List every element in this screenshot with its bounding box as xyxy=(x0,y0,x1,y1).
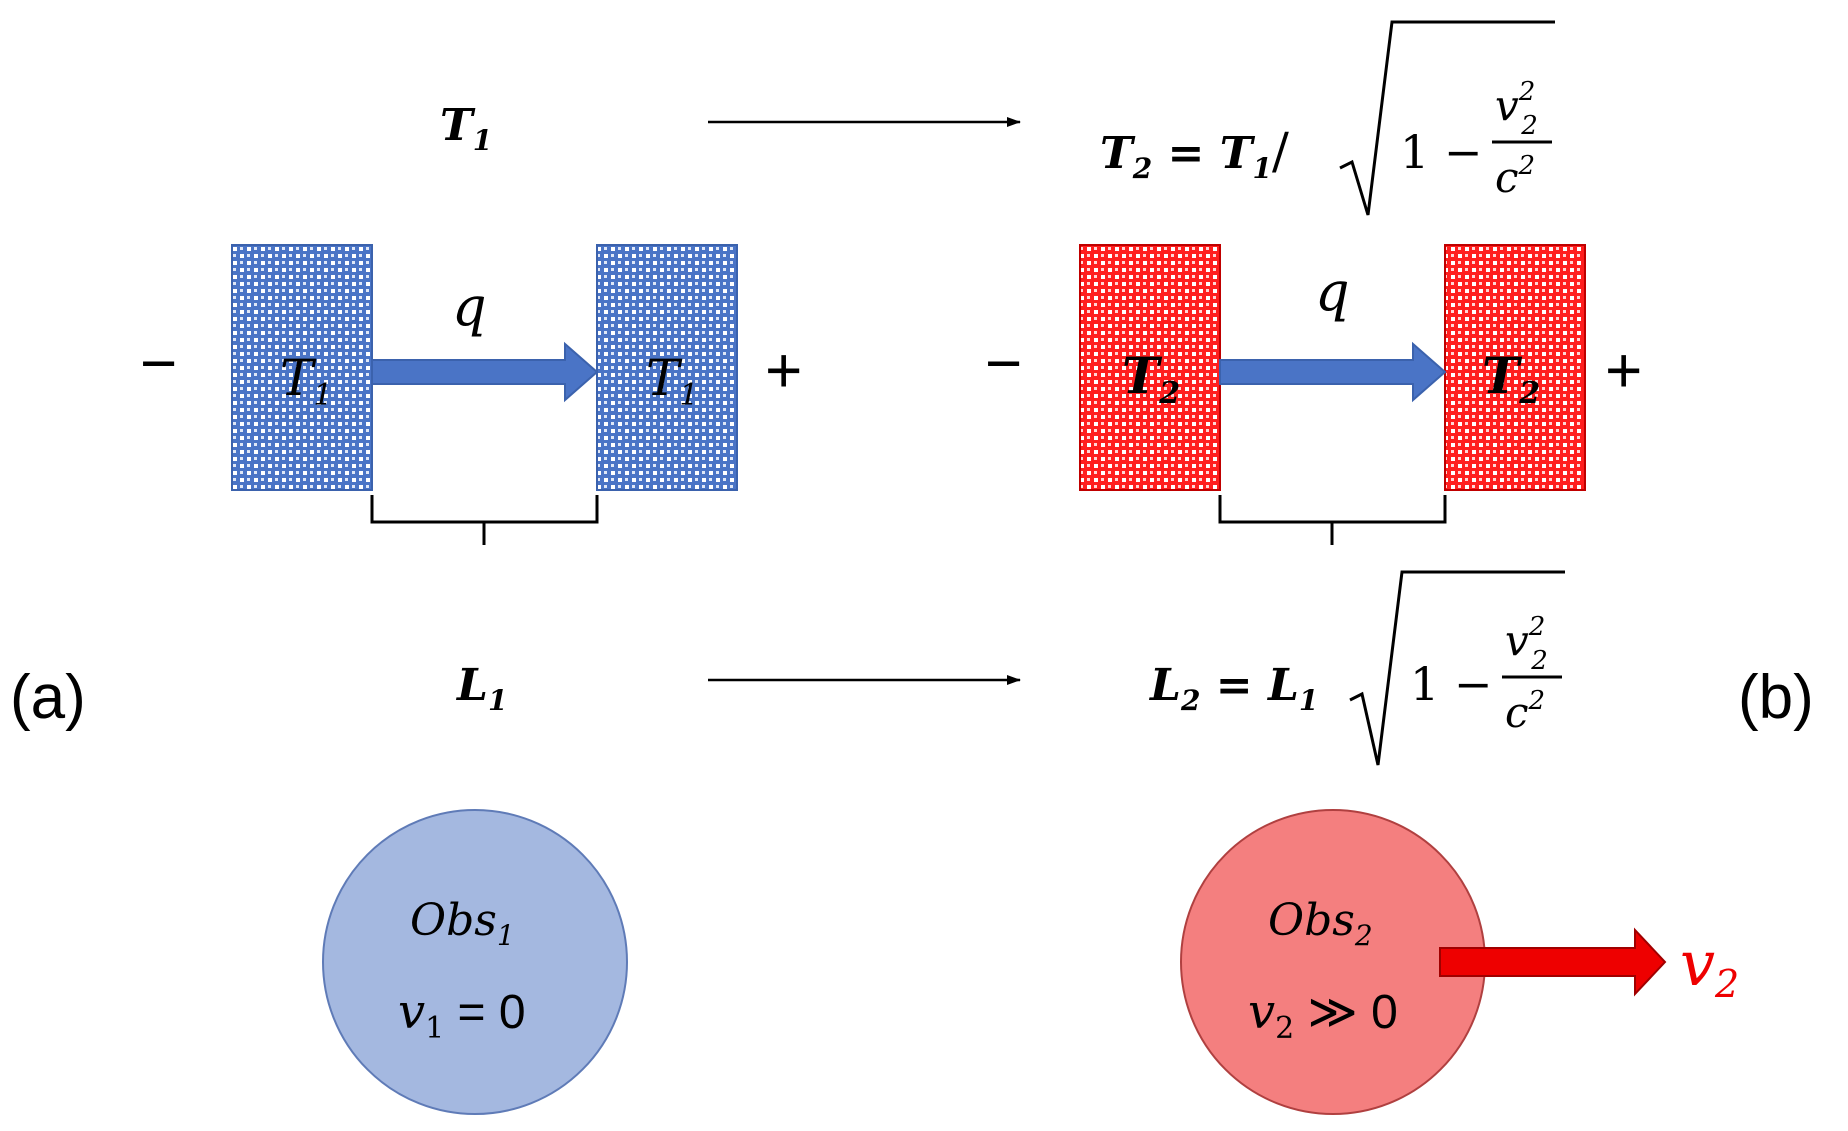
panel-b-heat-label: q xyxy=(1315,260,1350,323)
panel-b-length-sqrt-sign xyxy=(1349,570,1565,766)
panel-a-right-block-temp: T1 xyxy=(646,349,698,413)
panel-b-observer-velocity: v2 ≫ 0 xyxy=(1248,984,1398,1046)
panel-a-length-brace xyxy=(370,495,599,545)
panel-a-observer-name: Obs1 xyxy=(410,895,515,952)
panel-b-label: (b) xyxy=(1738,663,1814,732)
svg-text:1 −: 1 − xyxy=(1410,657,1492,711)
svg-text:L2 = L1: L2 = L1 xyxy=(1148,660,1318,717)
panel-a-heat-label: q xyxy=(452,275,487,338)
panel-b-observer-name: Obs2 xyxy=(1268,895,1373,952)
svg-text:v22: v22 xyxy=(1495,77,1538,141)
panel-a-length: L1 xyxy=(455,660,507,717)
panel-a-minus-sign: − xyxy=(140,327,177,399)
panel-a: T1 − T1 T1 q + (a) L1 Obs1 v1 = 0 xyxy=(10,100,1021,1115)
panel-a-observer-circle xyxy=(322,809,628,1115)
panel-b-length-brace xyxy=(1218,495,1447,545)
panel-a-left-block-temp: T1 xyxy=(280,349,332,413)
panel-a-observer-velocity: v1 = 0 xyxy=(398,984,526,1046)
svg-text:T2 = T1/: T2 = T1/ xyxy=(1100,122,1289,185)
panel-a-heat-flow-arrow xyxy=(371,341,599,403)
svg-text:c2: c2 xyxy=(1495,151,1535,202)
panel-b-velocity-arrow xyxy=(1439,927,1667,997)
panel-b-heat-flow-arrow xyxy=(1219,341,1447,403)
svg-text:c2: c2 xyxy=(1505,686,1545,737)
svg-text:1 −: 1 − xyxy=(1400,125,1482,179)
panel-b-left-block xyxy=(1079,244,1221,491)
panel-b-left-block-temp: T2 xyxy=(1122,346,1180,411)
panel-a-plus-sign: + xyxy=(765,334,802,406)
svg-text:v22: v22 xyxy=(1505,612,1548,676)
panel-b-right-block-temp: T2 xyxy=(1482,346,1540,411)
panel-b-plus-sign: + xyxy=(1605,334,1642,406)
panel-b-minus-sign: − xyxy=(985,327,1022,399)
panel-b-velocity-label: v2 xyxy=(1680,927,1739,1006)
panel-a-left-block xyxy=(231,244,373,491)
panel-a-right-block xyxy=(596,244,738,491)
panel-b-temp-sqrt-sign xyxy=(1339,20,1555,216)
panel-b-right-block xyxy=(1444,244,1586,491)
panel-a-label: (a) xyxy=(10,663,86,732)
panel-a-top-temperature: T1 xyxy=(440,100,492,157)
